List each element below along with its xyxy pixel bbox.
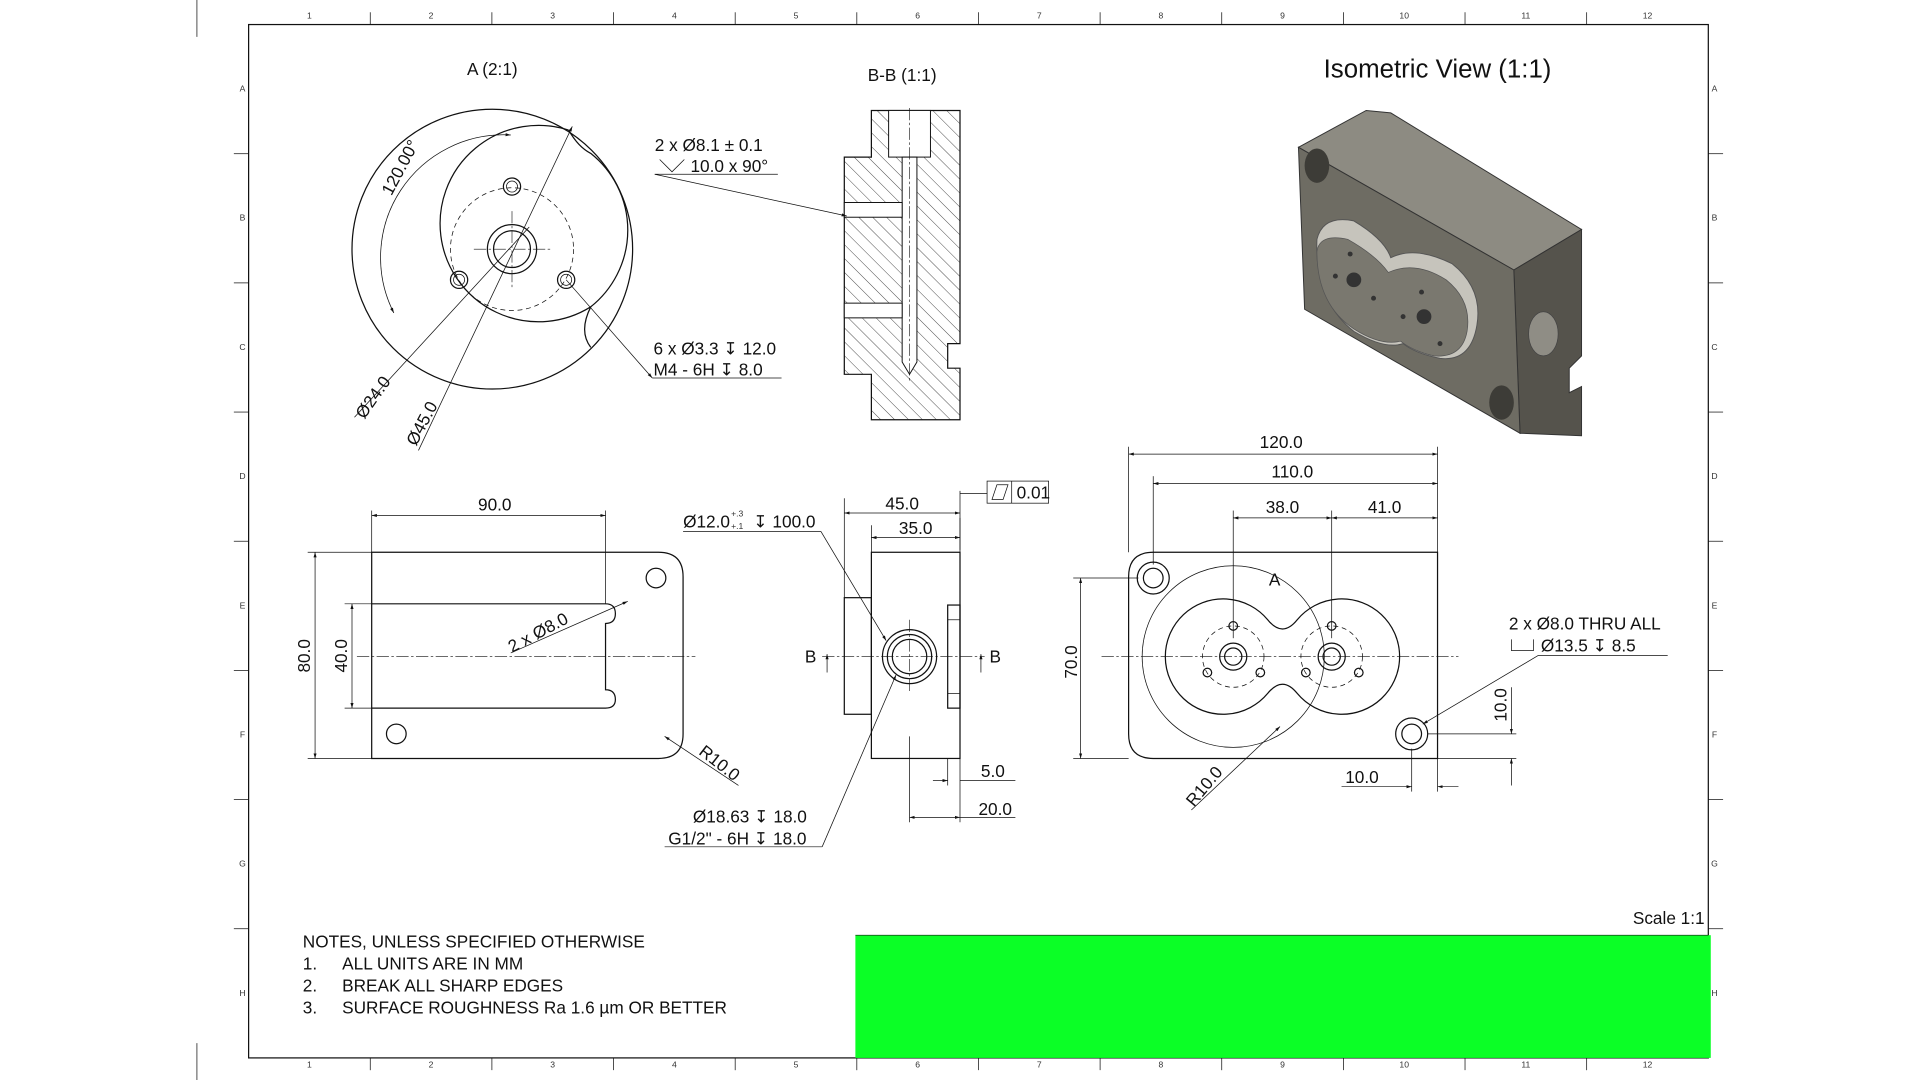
holes-8-dim: 2 x Ø8.0 bbox=[504, 608, 571, 656]
zone-col-label: 1 bbox=[307, 1060, 312, 1070]
zone-row-label: A bbox=[240, 84, 246, 94]
countersink-callout-2: 10.0 x 90° bbox=[690, 156, 768, 176]
zone-col-label: 8 bbox=[1159, 10, 1164, 20]
zone-col-label: 3 bbox=[550, 1060, 555, 1070]
lobe-38-dim: 38.0 bbox=[1266, 497, 1300, 517]
zone-col-label: 5 bbox=[794, 1060, 799, 1070]
right-view bbox=[1073, 446, 1668, 811]
isometric-view bbox=[1297, 109, 1583, 437]
zone-col-label: 9 bbox=[1280, 1060, 1285, 1070]
zone-col-label: 10 bbox=[1399, 1060, 1409, 1070]
zone-row-label: E bbox=[240, 600, 246, 610]
zone-col-label: 8 bbox=[1159, 1060, 1164, 1070]
section-bb-title: B-B (1:1) bbox=[868, 65, 937, 85]
detail-a-title: A (2:1) bbox=[467, 59, 518, 79]
zone-col-label: 4 bbox=[672, 1060, 677, 1070]
note-text: SURFACE ROUGHNESS Ra 1.6 µm OR BETTER bbox=[342, 998, 727, 1018]
isometric-title: Isometric View (1:1) bbox=[1324, 55, 1552, 83]
zone-row-label: D bbox=[1711, 471, 1717, 481]
note-number: 1. bbox=[303, 954, 317, 974]
zone-col-label: 1 bbox=[307, 10, 312, 20]
detail-a-marker: A bbox=[1269, 569, 1281, 589]
zone-col-label: 11 bbox=[1521, 1060, 1530, 1070]
zone-col-label: 12 bbox=[1643, 1060, 1653, 1070]
dia-24-dim: Ø24.0 bbox=[351, 372, 394, 422]
thru-hole-callout-1: 2 x Ø8.0 THRU ALL bbox=[1509, 614, 1661, 634]
zone-col-label: 2 bbox=[429, 1060, 434, 1070]
zone-col-label: 10 bbox=[1399, 10, 1409, 20]
radius-10-right-dim: R10.0 bbox=[1182, 762, 1227, 810]
radius-10-dim: R10.0 bbox=[695, 741, 744, 785]
hole-vertical-10-dim: 10.0 bbox=[1490, 688, 1510, 721]
flatness-tolerance: 0.01 bbox=[1017, 482, 1051, 502]
zone-row-label: B bbox=[1712, 213, 1718, 223]
port-callout-2: G1/2" - 6H ↧ 18.0 bbox=[668, 828, 806, 848]
zone-col-label: 6 bbox=[915, 10, 920, 20]
front-view bbox=[307, 510, 739, 786]
height-80-dim: 80.0 bbox=[294, 639, 314, 672]
width-90-dim: 90.0 bbox=[478, 495, 512, 515]
thru-hole-callout-2: Ø13.5 ↧ 8.5 bbox=[1541, 636, 1636, 656]
zone-row-label: G bbox=[1711, 859, 1718, 869]
angle-dim: 120.00° bbox=[377, 136, 423, 198]
span-110-dim: 110.0 bbox=[1271, 461, 1313, 481]
notes-block: NOTES, UNLESS SPECIFIED OTHERWISE 1. ALL… bbox=[303, 931, 727, 1017]
height-70-dim: 70.0 bbox=[1061, 645, 1081, 678]
side-view bbox=[664, 480, 1049, 848]
port-callout-1: Ø18.63 ↧ 18.0 bbox=[693, 806, 807, 826]
zone-row-label: F bbox=[240, 729, 245, 739]
notes-title: NOTES, UNLESS SPECIFIED OTHERWISE bbox=[303, 931, 645, 951]
bore-tol-lower: +.1 bbox=[731, 521, 743, 531]
note-text: BREAK ALL SHARP EDGES bbox=[342, 976, 563, 996]
zone-col-label: 4 bbox=[672, 10, 677, 20]
offset-20-dim: 20.0 bbox=[978, 799, 1012, 819]
countersink-callout-1: 2 x Ø8.1 ± 0.1 bbox=[655, 135, 763, 155]
zone-row-label: H bbox=[239, 988, 245, 998]
section-bb-view bbox=[654, 108, 961, 421]
note-number: 3. bbox=[303, 998, 317, 1018]
zone-row-label: F bbox=[1712, 729, 1717, 739]
section-mark-left: B bbox=[805, 647, 816, 667]
bore-tol-upper: +.3 bbox=[731, 509, 743, 519]
detail-a-view bbox=[351, 108, 782, 451]
zone-row-label: D bbox=[239, 471, 245, 481]
lobe-41-dim: 41.0 bbox=[1368, 497, 1402, 517]
note-number: 2. bbox=[303, 976, 317, 996]
overall-120-dim: 120.0 bbox=[1260, 432, 1303, 452]
zone-row-label: A bbox=[1712, 84, 1718, 94]
tap-callout-1: 6 x Ø3.3 ↧ 12.0 bbox=[654, 339, 777, 359]
section-mark-right: B bbox=[990, 647, 1001, 667]
depth-45-dim: 45.0 bbox=[885, 493, 919, 513]
boss-35-dim: 35.0 bbox=[899, 518, 933, 538]
zone-col-label: 7 bbox=[1037, 1060, 1042, 1070]
dia-45-dim: Ø45.0 bbox=[402, 398, 442, 449]
zone-row-label: G bbox=[239, 859, 246, 869]
zone-row-label: C bbox=[239, 342, 245, 352]
bore-depth: ↧ 100.0 bbox=[753, 512, 815, 532]
zone-col-label: 12 bbox=[1643, 10, 1653, 20]
zone-row-label: B bbox=[240, 213, 246, 223]
zone-col-label: 7 bbox=[1037, 10, 1042, 20]
zone-row-label: H bbox=[1711, 988, 1717, 998]
hole-horizontal-10-dim: 10.0 bbox=[1345, 767, 1379, 787]
zone-col-label: 5 bbox=[794, 10, 799, 20]
zone-col-label: 6 bbox=[915, 1060, 920, 1070]
tap-callout-2: M4 - 6H ↧ 8.0 bbox=[654, 360, 763, 380]
zone-col-label: 3 bbox=[550, 10, 555, 20]
zone-row-label: E bbox=[1712, 600, 1718, 610]
title-block bbox=[855, 935, 1711, 1058]
scale-label: Scale 1:1 bbox=[1633, 908, 1705, 928]
note-text: ALL UNITS ARE IN MM bbox=[342, 954, 523, 974]
offset-5-dim: 5.0 bbox=[981, 761, 1005, 781]
bore-diameter: Ø12.0 bbox=[683, 512, 730, 532]
slot-40-dim: 40.0 bbox=[331, 639, 351, 672]
zone-row-label: C bbox=[1711, 342, 1717, 352]
zone-col-label: 11 bbox=[1521, 10, 1530, 20]
zone-col-label: 2 bbox=[429, 10, 434, 20]
zone-col-label: 9 bbox=[1280, 10, 1285, 20]
